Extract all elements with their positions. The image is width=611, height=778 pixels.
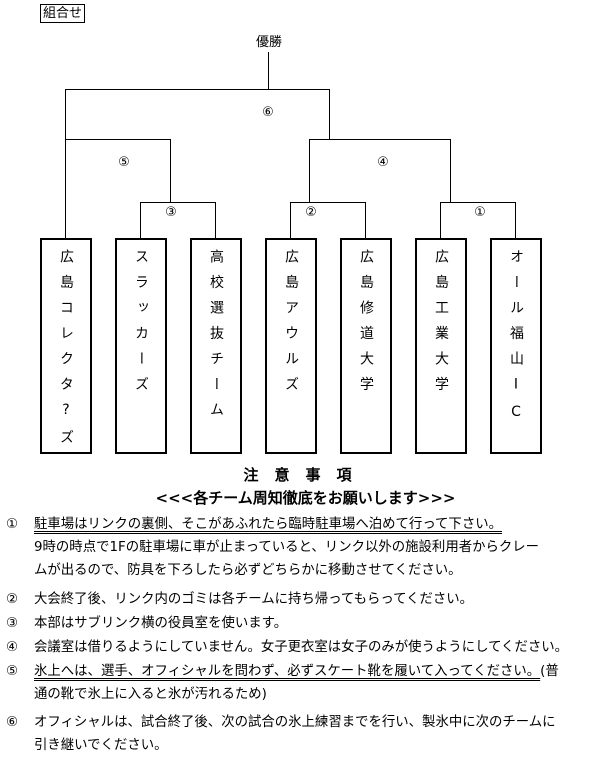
team-box: スラッカーズ: [115, 238, 167, 454]
bracket-line-semi-4: [309, 139, 450, 140]
team-box: 広島修道大学: [340, 238, 392, 454]
bracket-line-q1-left: [440, 202, 441, 238]
note-text: 駐車場はリンクの裏側、そこがあふれたら臨時駐車場へ泊めて行って下さい。: [34, 517, 502, 532]
bracket-line-final-left: [65, 89, 66, 139]
match-label-1: ①: [474, 205, 486, 220]
note-text: 9時の時点で1Fの駐車場に車が止まっていると、リンク以外の施設利用者からクレー: [34, 540, 540, 555]
note-text: (普: [540, 664, 559, 679]
note-number: ①: [6, 517, 19, 532]
team-name: オール福山IC: [508, 249, 524, 432]
bracket-line-q3-left: [140, 202, 141, 238]
team-name: 高校選抜チーム: [208, 249, 224, 428]
note-number: ⑥: [6, 715, 19, 730]
match-label-2: ②: [305, 205, 317, 220]
team-name: スラッカーズ: [133, 249, 149, 402]
note-item-3: ③ 本部はサブリンク横の役員室を使います。: [6, 612, 606, 635]
team-box: 広島コレクタ?ズ: [40, 238, 92, 455]
bracket-line-final: [65, 89, 330, 90]
note-text: オフィシャルは、試合終了後、次の試合の氷上練習までを行い、製氷中に次のチームに: [34, 715, 556, 730]
team-box: 広島工業大学: [415, 238, 467, 454]
note-text: ムが出るので、防具を下ろしたら必ずどちらかに移動させてください。: [34, 563, 462, 578]
team-name: 広島工業大学: [433, 249, 449, 402]
note-item-1: ① 駐車場はリンクの裏側、そこがあふれたら臨時駐車場へ泊めて行って下さい。 9時…: [6, 513, 606, 582]
bracket-line-q3-right: [215, 202, 216, 238]
bracket-line-semi-5: [65, 139, 170, 140]
bracket-line-q2-right: [365, 202, 366, 238]
bracket-line-q1-right: [515, 202, 516, 238]
team-box: オール福山IC: [490, 238, 542, 454]
note-number: ②: [6, 592, 19, 607]
team-name: 広島コレクタ?ズ: [58, 249, 74, 455]
bracket-line-q2-left: [290, 202, 291, 238]
note-item-4: ④ 会議室は借りるようにしていません。女子更衣室は女子のみが使うようにしてくださ…: [6, 636, 606, 659]
bracket-line-semi-4-left: [309, 139, 310, 202]
note-item-6: ⑥ オフィシャルは、試合終了後、次の試合の氷上練習までを行い、製氷中に次のチーム…: [6, 711, 606, 757]
note-number: ③: [6, 616, 19, 631]
notes-title: 注意事項: [243, 466, 368, 484]
notes-subtitle: <<<各チーム周知徹底をお願いします>>>: [155, 489, 456, 507]
note-text-line: 氷上へは、選手、オフィシャルを問わず、必ずスケート靴を履いて入ってください。(普: [34, 660, 606, 683]
team-box: 広島アウルズ: [265, 238, 317, 454]
note-text: 本部はサブリンク横の役員室を使います。: [34, 616, 288, 631]
team-name: 広島アウルズ: [283, 249, 299, 402]
note-item-2: ② 大会終了後、リンク内のゴミは各チームに持ち帰ってもらってください。: [6, 588, 606, 611]
bracket-line-final-right: [329, 89, 330, 139]
note-text: 通の靴で氷上に入ると氷が汚れるため): [34, 687, 267, 702]
note-text: 会議室は借りるようにしていません。女子更衣室は女子のみが使うようにしてください。: [34, 640, 569, 655]
match-label-3: ③: [165, 205, 177, 220]
team-box: 高校選抜チーム: [190, 238, 242, 454]
team-name: 広島修道大学: [358, 249, 374, 402]
bracket-line-semi-5-right: [170, 139, 171, 202]
note-number: ⑤: [6, 664, 19, 679]
note-text: 大会終了後、リンク内のゴミは各チームに持ち帰ってもらってください。: [34, 592, 474, 607]
match-label-4: ④: [377, 155, 389, 170]
note-item-5: ⑤ 氷上へは、選手、オフィシャルを問わず、必ずスケート靴を履いて入ってください。…: [6, 660, 606, 706]
bracket-line-q2: [290, 202, 365, 203]
bracket-line-semi-4-right: [450, 139, 451, 202]
champion-label: 優勝: [255, 35, 282, 50]
note-number: ④: [6, 640, 19, 655]
match-label-6: ⑥: [262, 105, 274, 120]
section-tag-label: 組合せ: [40, 4, 86, 23]
note-text: 引き継いでください。: [34, 738, 168, 753]
note-text-underlined: 氷上へは、選手、オフィシャルを問わず、必ずスケート靴を履いて入ってください。: [34, 664, 541, 679]
bracket-line-champion: [268, 52, 269, 89]
bracket-line-q1: [440, 202, 515, 203]
bracket-line-q3: [140, 202, 215, 203]
bracket-line-semi-5-left: [65, 139, 66, 238]
match-label-5: ⑤: [118, 155, 130, 170]
